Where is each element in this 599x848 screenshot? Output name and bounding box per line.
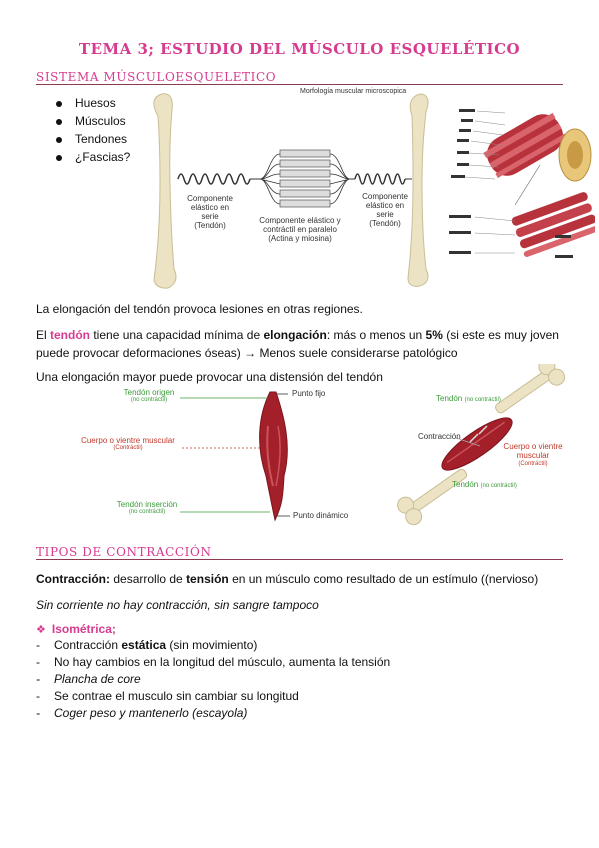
- page-title: TEMA 3; ESTUDIO DEL MÚSCULO ESQUELÉTICO: [78, 40, 521, 58]
- label-center-component: Componente elástico y contráctil en para…: [259, 216, 341, 243]
- figure-muscle-parts: Tendón origen (no contráctil) Cuerpo o v…: [70, 386, 370, 526]
- list-item: ¿Fascias?: [56, 148, 130, 166]
- muscle-model-illustration: [153, 93, 429, 289]
- muscle-anatomy-image: [445, 95, 599, 265]
- list-item: -No hay cambios en la longitud del múscu…: [36, 655, 391, 669]
- figure-contraction: Tendón (no contráctil) Contracción Cuerp…: [392, 358, 572, 534]
- label-muscle-belly-right: Cuerpo o vientre muscular (Contráctil): [503, 442, 563, 467]
- list-item: Tendones: [56, 130, 130, 148]
- label-muscle-belly: Cuerpo o vientre muscular (Contráctil): [81, 436, 175, 451]
- section-rule: [36, 559, 563, 560]
- section-heading-contraction-types: TIPOS DE CONTRACCIÓN: [36, 545, 212, 559]
- label-right-component: Componente elástico en serie (Tendón): [362, 192, 408, 228]
- figure-caption: Morfología muscular microscopica: [300, 88, 407, 95]
- section-heading-musculoskeletal: SISTEMA MÚSCULOESQUELETICO: [36, 70, 277, 84]
- label-tendon-insertion: Tendón inserción (no contráctil): [116, 500, 178, 515]
- label-tendon-upper: Tendón (no contráctil): [436, 394, 501, 403]
- label-dynamic-point: Punto dinámico: [293, 511, 349, 520]
- label-tendon-lower: Tendón (no contráctil): [452, 480, 517, 489]
- label-left-component: Componente elástico en serie (Tendón): [187, 194, 233, 230]
- paragraph-elongation: La elongación del tendón provoca lesione…: [36, 302, 363, 316]
- list-item: -Coger peso y mantenerlo (escayola): [36, 706, 248, 720]
- paragraph-tendon: El tendón tiene una capacidad mínima de …: [36, 328, 559, 360]
- label-contraction: Contracción: [418, 432, 461, 441]
- figure-muscle-model: Morfología muscular microscopica Compone…: [150, 84, 440, 294]
- bullet-list: Huesos Músculos Tendones ¿Fascias?: [56, 94, 130, 166]
- keyword-tendon: tendón: [50, 328, 91, 342]
- list-item: -Se contrae el musculo sin cambiar su lo…: [36, 689, 299, 703]
- note-italic: Sin corriente no hay contracción, sin sa…: [36, 598, 319, 612]
- list-item: Huesos: [56, 94, 130, 112]
- section-rule: [36, 84, 563, 85]
- isometric-heading: ❖Isométrica;: [36, 622, 116, 636]
- list-item: -Plancha de core: [36, 672, 141, 686]
- isometric-list: -Contracción estática (sin movimiento) -…: [36, 637, 390, 722]
- diamond-bullet-icon: ❖: [36, 624, 46, 636]
- paragraph-distension: Una elongación mayor puede provocar una …: [36, 370, 383, 384]
- label-tendon-origin: Tendón origen (no contráctil): [123, 388, 175, 403]
- list-item: -Contracción estática (sin movimiento): [36, 638, 258, 652]
- definition-contraction: Contracción: desarrollo de tensión en un…: [36, 572, 539, 586]
- label-fixed-point: Punto fijo: [292, 389, 326, 398]
- list-item: Músculos: [56, 112, 130, 130]
